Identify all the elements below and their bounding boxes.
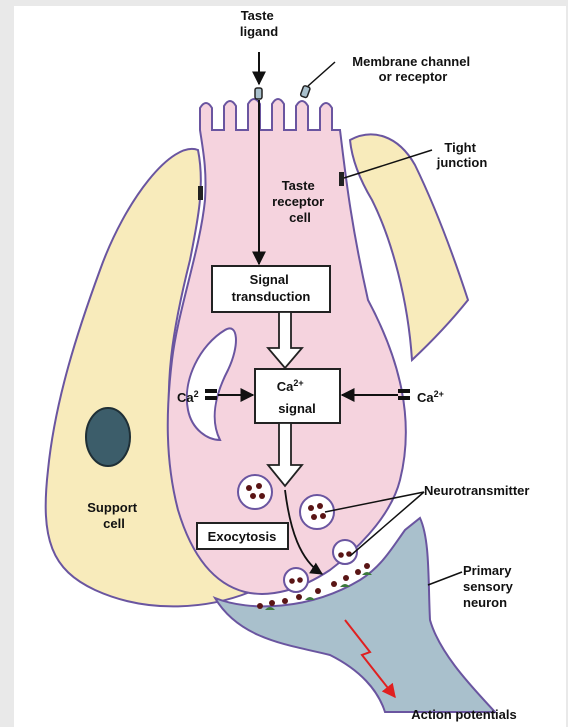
- vesicle-2: [300, 495, 334, 529]
- label-exocytosis: Exocytosis: [208, 529, 277, 544]
- label-action-potentials: Action potentials: [411, 707, 516, 722]
- tight-junction-left: [198, 186, 203, 200]
- vesicle-fusing-left: [284, 568, 308, 592]
- support-cell-nucleus: [86, 408, 130, 466]
- vesicle-fusing-right: [333, 540, 357, 564]
- tight-junction-right: [339, 172, 344, 186]
- membrane-channel-center: [255, 88, 262, 99]
- label-taste-ligand: Taste ligand: [240, 8, 278, 39]
- label-neurotransmitter: Neurotransmitter: [424, 483, 529, 498]
- vesicle-1: [238, 475, 272, 509]
